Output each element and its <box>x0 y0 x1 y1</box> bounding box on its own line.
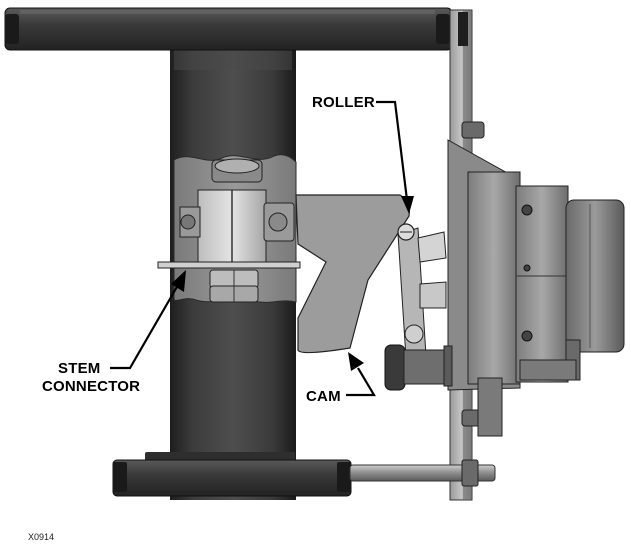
stem-callout-line1: STEM <box>58 360 101 377</box>
roller-leader-line <box>376 100 409 201</box>
feedback-fitting <box>384 344 503 437</box>
roller-callout: ROLLER <box>312 94 375 111</box>
stem-callout-line2: CONNECTOR <box>42 378 141 395</box>
stem-connector-leader-line <box>110 284 179 370</box>
leader-lines <box>110 100 414 397</box>
stem-connector-block <box>179 189 295 263</box>
bottom-mounting-rod <box>349 459 496 487</box>
travel-indicator-bracket <box>157 261 301 269</box>
stem-top-nut <box>211 158 263 183</box>
cam-callout: CAM <box>306 388 341 405</box>
stem-connector-leader-arrow <box>171 270 186 292</box>
plate-bolts <box>458 12 485 427</box>
figure-id: X0914 <box>28 532 55 542</box>
cam-leader-arrow <box>348 352 364 371</box>
positioner-cap <box>565 199 625 381</box>
cam-leader-line <box>346 367 376 397</box>
roller-linkage <box>397 223 447 359</box>
stem-lower-nuts <box>209 269 259 303</box>
positioner-lower-body <box>519 359 577 381</box>
bottom-flange <box>112 452 352 497</box>
positioner-housing <box>467 171 569 385</box>
roller-leader-arrow <box>401 196 414 214</box>
cam <box>295 194 410 354</box>
top-diaphragm-plate <box>4 7 453 51</box>
